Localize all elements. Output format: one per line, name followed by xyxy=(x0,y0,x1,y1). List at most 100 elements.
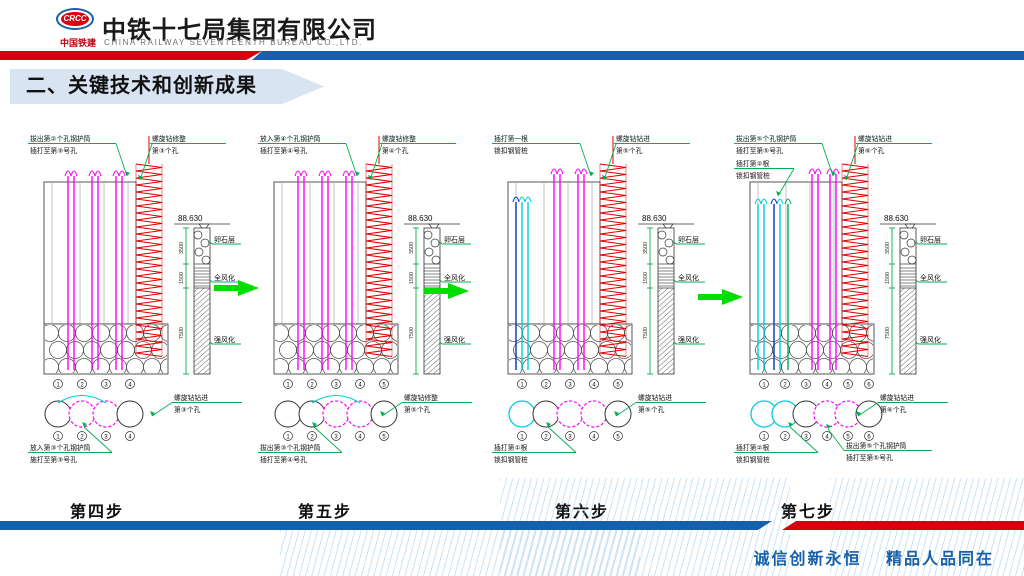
svg-text:放入第③个孔钢护筒: 放入第③个孔钢护筒 xyxy=(30,443,91,452)
svg-text:拔出第⑤个孔钢护筒: 拔出第⑤个孔钢护筒 xyxy=(846,441,907,450)
svg-text:4: 4 xyxy=(825,435,829,441)
svg-text:全风化: 全风化 xyxy=(214,273,235,282)
annotation-leader xyxy=(615,402,637,417)
svg-text:卵石层: 卵石层 xyxy=(444,235,465,244)
svg-text:4: 4 xyxy=(592,435,596,441)
svg-text:插打第②根: 插打第②根 xyxy=(736,443,769,452)
annotation-leader xyxy=(83,426,113,453)
svg-text:第⑥个孔: 第⑥个孔 xyxy=(858,146,885,155)
svg-text:2: 2 xyxy=(544,383,548,389)
svg-text:插打至第④号孔: 插打至第④号孔 xyxy=(260,455,307,464)
annotation-leader xyxy=(777,168,795,197)
svg-text:4: 4 xyxy=(592,383,596,389)
svg-text:施打至第③号孔: 施打至第③号孔 xyxy=(30,455,77,464)
svg-text:插打至第③号孔: 插打至第③号孔 xyxy=(30,146,77,155)
svg-text:插打至第⑤号孔: 插打至第⑤号孔 xyxy=(846,453,893,462)
plan-arc xyxy=(311,394,361,404)
svg-text:4: 4 xyxy=(825,383,829,389)
svg-text:7500: 7500 xyxy=(179,327,185,339)
plan-pile-circle xyxy=(298,400,326,428)
svg-text:5: 5 xyxy=(846,435,850,441)
svg-text:螺旋钻修整: 螺旋钻修整 xyxy=(382,134,416,143)
plan-pile-circle xyxy=(556,400,584,428)
svg-text:锁扣钢管桩: 锁扣钢管桩 xyxy=(494,146,528,155)
svg-text:88.630: 88.630 xyxy=(642,214,667,223)
elevation-triangle xyxy=(198,223,210,232)
svg-text:2: 2 xyxy=(544,435,548,441)
crcc-logo-icon: CRCC 中国铁建 xyxy=(54,6,98,50)
diagram-canvas: 88.630 卵石层全风化强风化 3500 1500 7500 1 2 3 4 1 2 3 4 拔出第②个… xyxy=(0,112,1024,521)
auger-spiral xyxy=(135,163,163,358)
elevation-triangle xyxy=(662,223,674,232)
annotation-leader xyxy=(151,402,173,417)
section-title-banner: 二、关键技术和创新成果 xyxy=(10,69,324,104)
header-divider-red xyxy=(0,51,262,60)
annotation-leader xyxy=(345,143,358,177)
annotation-leader xyxy=(313,426,343,453)
svg-text:螺旋钻钻进: 螺旋钻钻进 xyxy=(858,134,892,143)
svg-text:4: 4 xyxy=(128,435,132,441)
svg-text:2: 2 xyxy=(310,383,314,389)
step-4-label: 第四步 xyxy=(70,504,125,521)
plan-pile-circle xyxy=(346,400,374,428)
svg-text:螺旋钻钻进: 螺旋钻钻进 xyxy=(616,134,650,143)
svg-text:4: 4 xyxy=(358,383,362,389)
svg-text:第⑥个孔: 第⑥个孔 xyxy=(880,405,907,414)
svg-text:1500: 1500 xyxy=(409,272,415,284)
svg-text:拔出第②个孔钢护筒: 拔出第②个孔钢护筒 xyxy=(30,134,91,143)
next-step-arrow-3 xyxy=(698,288,744,306)
svg-text:卵石层: 卵石层 xyxy=(214,235,235,244)
svg-text:3: 3 xyxy=(804,383,808,389)
svg-text:5: 5 xyxy=(382,435,386,441)
plan-arc xyxy=(57,394,107,404)
cobble-layer xyxy=(43,323,169,375)
annotation-leader xyxy=(845,143,859,181)
svg-text:拔出第⑤个孔钢护筒: 拔出第⑤个孔钢护筒 xyxy=(736,134,797,143)
svg-text:3: 3 xyxy=(104,383,108,389)
svg-text:2: 2 xyxy=(310,435,314,441)
svg-text:88.630: 88.630 xyxy=(178,214,203,223)
svg-text:3: 3 xyxy=(568,435,572,441)
annotation-leader xyxy=(821,143,834,177)
plan-pile-circle xyxy=(92,400,120,428)
svg-text:第⑤个孔: 第⑤个孔 xyxy=(616,146,643,155)
company-title-en: CHINA RAILWAY SEVENTEENTH BUREAU CO.,LTD… xyxy=(104,38,363,47)
cobble-layer xyxy=(507,323,633,375)
plan-pile-circle xyxy=(68,400,96,428)
annotation-leader xyxy=(547,426,577,453)
next-step-arrow-1 xyxy=(214,279,260,297)
svg-text:5: 5 xyxy=(846,383,850,389)
svg-text:3500: 3500 xyxy=(643,242,649,254)
footer-motto: 诚信创新永恒 精品人品同在 xyxy=(754,545,994,569)
svg-text:强风化: 强风化 xyxy=(678,335,699,344)
header-divider xyxy=(0,51,1024,60)
motto-left: 诚信创新永恒 xyxy=(753,551,862,568)
section-title: 二、关键技术和创新成果 xyxy=(26,75,257,97)
svg-text:1: 1 xyxy=(56,383,60,389)
svg-text:1: 1 xyxy=(56,435,60,441)
svg-text:4: 4 xyxy=(358,435,362,441)
svg-text:3500: 3500 xyxy=(409,242,415,254)
header: CRCC 中国铁建 中铁十七局集团有限公司 CHINA RAILWAY SEVE… xyxy=(0,0,1024,52)
svg-text:3: 3 xyxy=(568,383,572,389)
svg-text:锁扣钢管桩: 锁扣钢管桩 xyxy=(494,455,528,464)
plan-pile-circle xyxy=(580,400,608,428)
annotation-leader xyxy=(789,426,819,453)
svg-text:螺旋钻钻进: 螺旋钻钻进 xyxy=(638,393,672,402)
svg-text:插打第②根: 插打第②根 xyxy=(736,159,769,168)
svg-text:全风化: 全风化 xyxy=(920,273,941,282)
footer-stripe-blue xyxy=(0,521,772,530)
svg-text:1: 1 xyxy=(762,435,766,441)
svg-text:第⑤个孔: 第⑤个孔 xyxy=(638,405,665,414)
plan-pile-circle xyxy=(44,400,72,428)
svg-text:88.630: 88.630 xyxy=(408,214,433,223)
plan-pile-circle xyxy=(116,400,144,428)
logo-globe-ring xyxy=(56,8,94,30)
